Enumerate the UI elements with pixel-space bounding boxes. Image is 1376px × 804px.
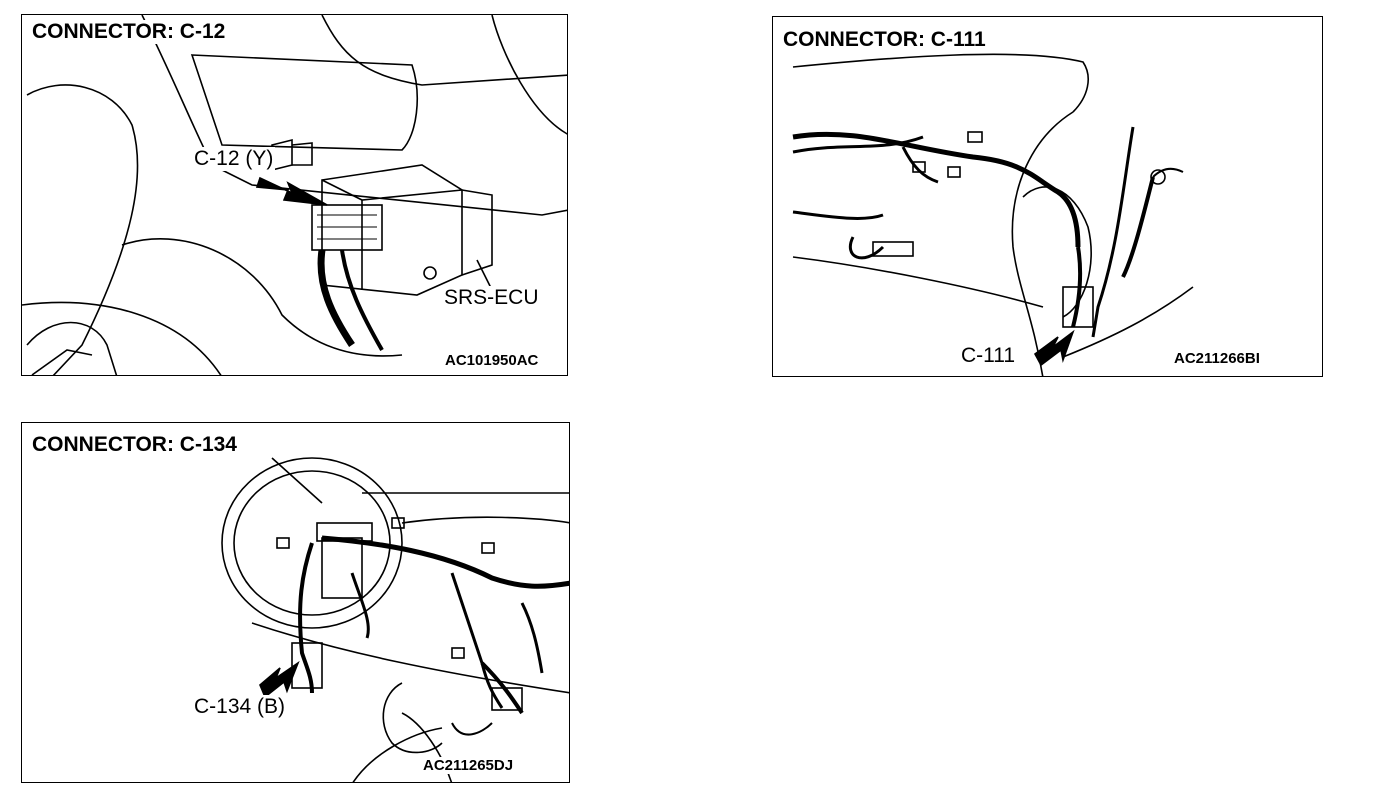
illustration-c12 (22, 15, 567, 375)
callout-c12: C-12 (Y) (192, 147, 276, 171)
connector-group (872, 241, 914, 257)
dash-mid (401, 516, 569, 524)
connector-c134 (291, 642, 323, 689)
connector-small (912, 161, 926, 173)
panel-title: CONNECTOR: C-12 (30, 20, 228, 44)
pointer-arrow (259, 660, 300, 699)
connector-small (967, 131, 983, 143)
harness-branch-4 (848, 236, 885, 260)
harness-main (317, 249, 355, 347)
pointer-arrow (255, 176, 328, 206)
harness-drop (1071, 246, 1083, 328)
figure-code: AC211265DJ (422, 757, 515, 774)
dash-lower (251, 622, 569, 694)
harness-branch (350, 572, 370, 639)
leader-line (271, 457, 323, 504)
callout-c134: C-134 (B) (192, 695, 288, 719)
shift-boot (26, 321, 118, 375)
glovebox-panel (1022, 186, 1092, 318)
illustration-c111 (792, 53, 1194, 376)
carpet-fold (121, 238, 403, 357)
steering-wheel-inner (233, 470, 391, 616)
steering-wheel-rim (221, 457, 403, 629)
harness-main (321, 535, 569, 589)
console-edge (141, 15, 567, 216)
diagram-panel-c12: CONNECTOR: C-12 C-12 (Y) SRS-ECU AC10195… (21, 14, 568, 376)
dash-upper (792, 53, 1089, 113)
shift-boot-edge (401, 712, 453, 782)
dash-curve (321, 15, 567, 86)
carpet-edge (22, 301, 222, 375)
glovebox-edge (1011, 111, 1074, 376)
harness-main (792, 131, 1081, 248)
line-stroke (1062, 286, 1194, 358)
srs-ecu-top (321, 179, 463, 201)
harness-branch-1 (792, 135, 924, 154)
harness-branch-3 (520, 602, 544, 674)
harness-branch-4 (480, 661, 524, 715)
mount-bolt (423, 266, 437, 280)
shift-base (31, 349, 93, 375)
dash-lower (792, 256, 1044, 308)
harness-branch-2 (450, 572, 504, 709)
callout-c111: C-111 (959, 344, 1018, 368)
small-connector-2 (291, 142, 313, 166)
illustration-c134 (221, 457, 569, 782)
grommet-lead (1152, 167, 1184, 178)
harness-right (1091, 126, 1135, 338)
connector-pins (317, 214, 377, 240)
diagram-panel-c134: CONNECTOR: C-134 C-134 (B) AC211265DJ (21, 422, 570, 783)
callout-srs-ecu: SRS-ECU (442, 286, 541, 310)
console-edge (352, 727, 443, 782)
harness-branch (340, 249, 384, 351)
pointer-arrow (1033, 329, 1075, 367)
dash-edge (491, 15, 567, 135)
diagram-panel-c111: CONNECTOR: C-111 C-111 AC211266BI (772, 16, 1323, 377)
harness-right-2 (1121, 176, 1155, 278)
srs-ecu-body (321, 164, 463, 296)
connector-group (491, 687, 523, 711)
panel-title: CONNECTOR: C-134 (30, 433, 239, 457)
figure-code: AC211266BI (1173, 350, 1261, 367)
shift-knob (26, 84, 139, 375)
harness-branch-5 (451, 722, 493, 736)
connector-c12 (311, 204, 383, 251)
grommet (1150, 169, 1166, 185)
connector-c111 (1062, 286, 1094, 328)
connector-small (276, 537, 290, 549)
harness-drop (298, 542, 314, 694)
srs-ecu-leader (476, 259, 493, 291)
shift-lever (382, 682, 443, 754)
harness-branch-2 (901, 146, 939, 184)
connector-small (481, 542, 495, 554)
console-box (190, 54, 418, 151)
srs-ecu-bracket (461, 189, 493, 276)
connector-small (947, 166, 961, 178)
connector-small (451, 647, 465, 659)
figure-code: AC101950AC (444, 352, 540, 369)
connector-small (391, 517, 405, 529)
panel-title: CONNECTOR: C-111 (781, 28, 988, 52)
harness-branch-3 (792, 210, 884, 220)
